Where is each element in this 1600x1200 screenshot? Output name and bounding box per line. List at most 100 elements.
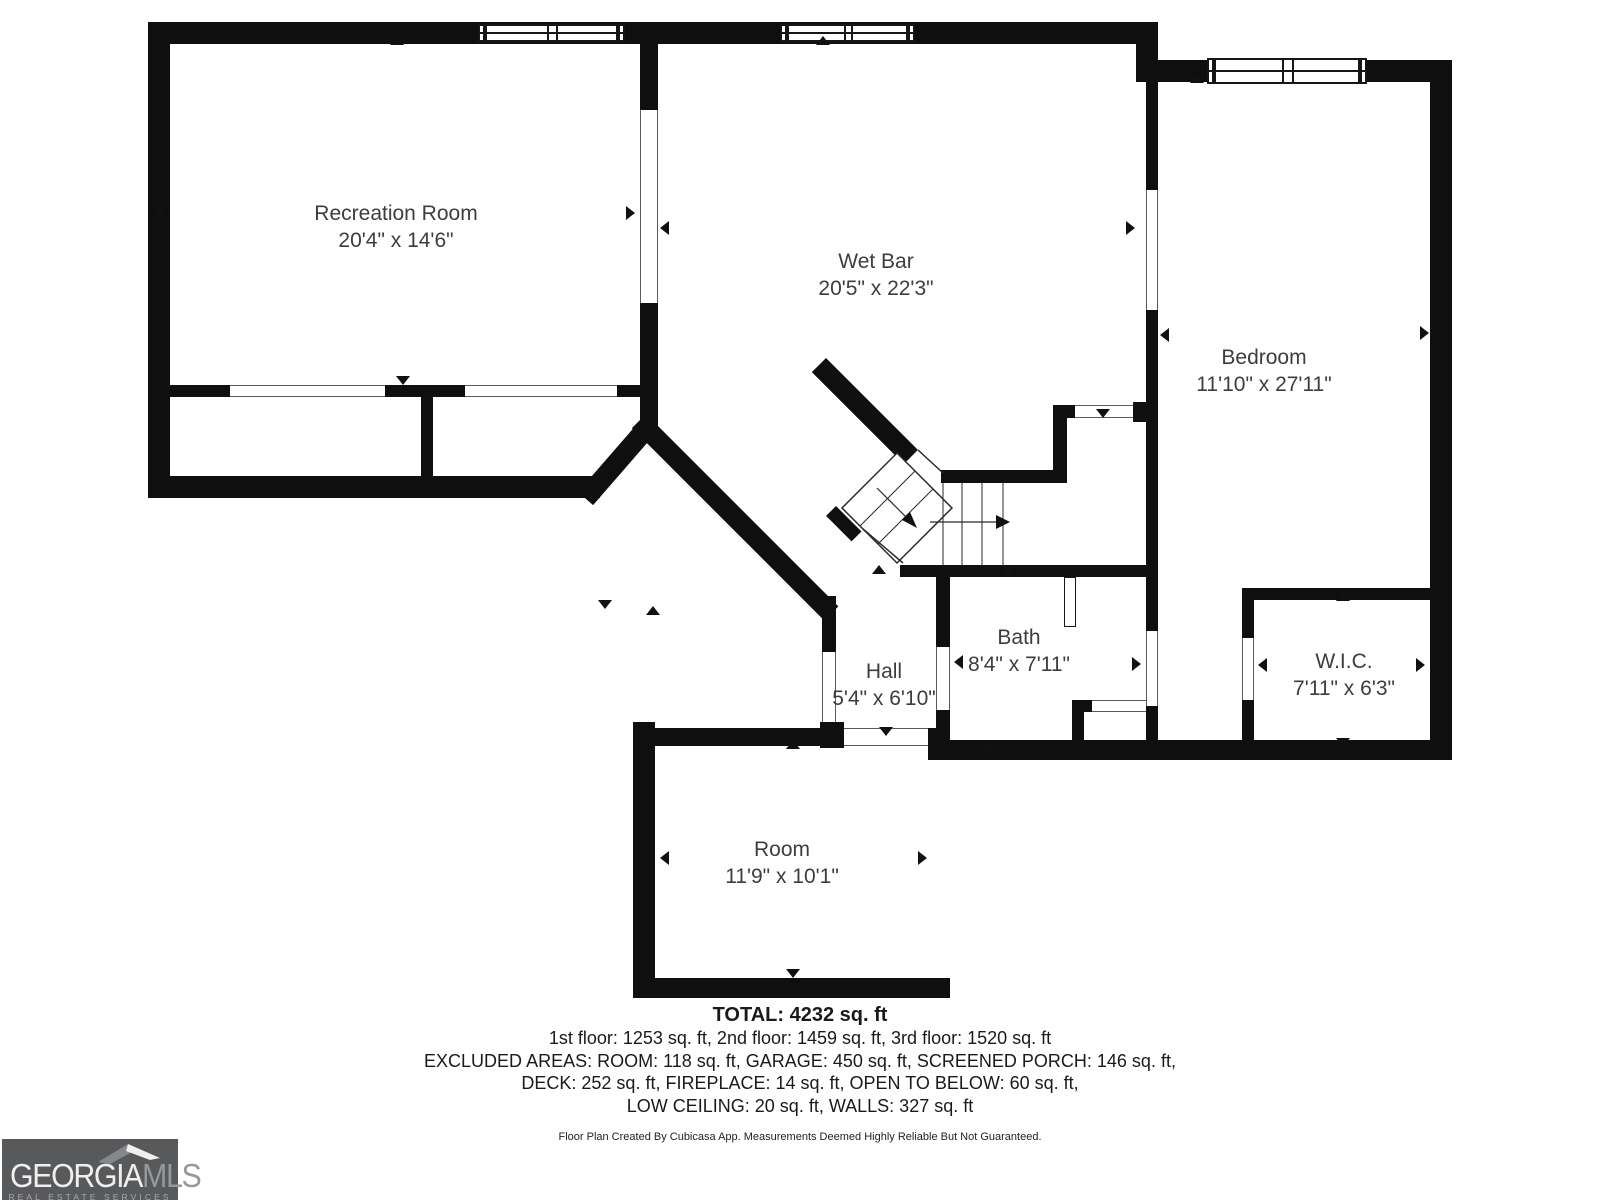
arrow-marker [1190,74,1204,83]
arrow-marker [598,600,612,609]
wall-hall-right-upper [936,565,950,647]
logo-text-mls: MLS [142,1157,202,1194]
opening-wic-door [1242,638,1254,700]
opening-wetbar-bedroom [1146,190,1158,310]
arrow-marker [1160,328,1169,342]
wall-rec-bottom [148,476,600,498]
arrow-marker [786,740,800,749]
arrow-marker [390,36,404,45]
label-recreation-room: Recreation Room 20'4" x 14'6" [246,200,546,254]
window-mullion [843,26,846,40]
logo-text-georgia: GEORGIA [10,1157,143,1194]
label-room: Room 11'9" x 10'1" [632,836,932,890]
window-recreation [478,24,625,42]
opening-rec-interior-1 [230,385,385,397]
window-mullion [1282,60,1285,82]
label-bath: Bath 8'4" x 7'11" [919,624,1119,678]
window-cap [616,26,620,40]
wall-bedroom-left-b [1146,310,1158,631]
arrow-marker [1126,221,1135,235]
wall-rec-wetbar-divider-upper [640,44,658,110]
window-mullion [851,26,854,40]
window-cap [906,26,910,40]
arrow-marker [918,851,927,865]
opening-rec-wetbar [640,110,658,303]
wall-landing-left [1053,405,1067,483]
arrow-marker [1336,738,1350,747]
arrow-marker [954,655,963,669]
window-mullion [1291,60,1294,82]
window-cap [1358,60,1362,82]
room-name: Room [753,838,811,861]
arrow-marker [396,376,410,385]
staircase [840,449,1010,565]
room-name: Recreation Room [314,202,478,225]
wall-wic-left-b [1242,700,1254,758]
wall-bedroom-right [1430,60,1452,758]
wall-room-top [633,728,843,746]
room-name: Wet Bar [838,250,914,273]
room-name: Hall [865,660,903,683]
arrow-marker [872,565,886,574]
opening-hall-left-door [822,652,836,722]
wall-room-bottom [633,978,950,998]
window-wetbar [780,24,915,42]
arrow-marker [1000,567,1014,576]
logo-tagline: REAL ESTATE SERVICES [8,1192,172,1200]
window-cap [1212,60,1216,82]
arrow-marker [660,221,669,235]
wall-rec-wetbar-divider-lower [640,303,658,427]
excluded-areas-1: EXCLUDED AREAS: ROOM: 118 sq. ft, GARAGE… [424,1050,1176,1071]
window-frame [1209,70,1365,72]
label-wic: W.I.C. 7'11" x 6'3" [1244,648,1444,702]
room-name: Bedroom [1221,346,1307,369]
room-dimensions: 20'5" x 22'3" [818,277,934,300]
arrow-marker [626,206,635,220]
arrow-marker [1132,657,1141,671]
wall-bedroom-left-a [1146,30,1158,190]
room-dimensions: 20'4" x 14'6" [338,229,454,252]
wall-wic-left-a [1242,600,1254,638]
room-dimensions: 7'11" x 6'3" [1293,677,1395,700]
room-name: W.I.C. [1315,650,1373,673]
wall-landing-top [1053,405,1075,418]
arrow-marker [1420,326,1429,340]
room-name: Bath [997,626,1041,649]
excluded-areas-2: DECK: 252 sq. ft, FIREPLACE: 14 sq. ft, … [521,1073,1079,1093]
room-dimensions: 8'4" x 7'11" [968,653,1070,676]
arrow-marker [1416,658,1425,672]
winder-arrow [902,512,917,528]
wall-bath-nook-top [1072,700,1092,712]
window-mullion [547,26,550,40]
room-dimensions: 11'10" x 27'11" [1196,373,1332,396]
opening-rec-interior-2 [465,385,617,397]
arrow-marker [879,727,893,736]
window-bedroom [1207,58,1367,84]
room-dimensions: 5'4" x 6'10" [832,687,936,710]
wall-hall-right-lower [936,710,950,740]
label-bedroom: Bedroom 11'10" x 27'11" [1114,344,1414,398]
floor-areas: 1st floor: 1253 sq. ft, 2nd floor: 1459 … [548,1028,1052,1048]
label-hall: Hall 5'4" x 6'10" [784,658,984,712]
room-dimensions: 11'9" x 10'1" [725,865,839,888]
total-area: TOTAL: 4232 sq. ft [712,1004,888,1026]
arrow-marker [660,851,669,865]
arrow-marker [1096,409,1110,418]
wall-rec-interior-3 [617,385,658,397]
wall-bedroom-left-c [1146,706,1158,758]
georgia-mls-logo: GEORGIAMLS REAL ESTATE SERVICES [2,1139,202,1200]
window-frame [782,32,913,34]
wall-room-left [633,722,655,998]
opening-bedroom-door [1146,631,1158,706]
wall-stair-top [941,470,1067,483]
excluded-areas-3: LOW CEILING: 20 sq. ft, WALLS: 327 sq. f… [626,1095,974,1116]
stair-direction-arrow [996,515,1010,529]
wall-rec-diagonal [578,420,656,506]
wall-bath-nook-left [1072,712,1084,742]
wall-corridor-diagonal [631,414,839,621]
window-cap [483,26,487,40]
window-frame [480,32,623,34]
logo-brand: GEORGIAMLS [10,1157,202,1194]
window-mullion [555,26,558,40]
disclaimer-text: Floor Plan Created By Cubicasa App. Meas… [558,1131,1042,1143]
